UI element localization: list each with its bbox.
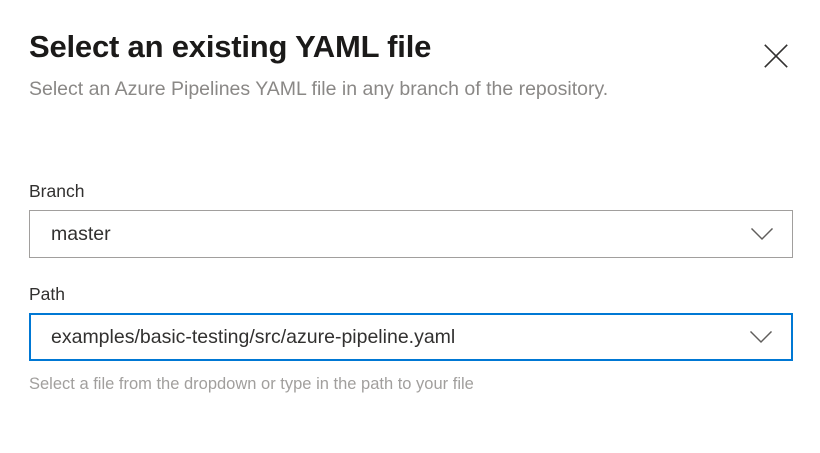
page-title: Select an existing YAML file <box>29 29 432 64</box>
dialog-subtitle: Select an Azure Pipelines YAML file in a… <box>29 78 609 100</box>
close-icon <box>762 42 790 70</box>
path-help-text: Select a file from the dropdown or type … <box>29 375 474 393</box>
field-path: Path Select a file from the dropdown or … <box>29 282 793 395</box>
branch-label: Branch <box>29 181 85 201</box>
dialog-header: Select an existing YAML file Select an A… <box>29 28 791 104</box>
path-combobox[interactable] <box>29 313 793 361</box>
form-area: Branch Path Select a <box>29 179 793 395</box>
branch-input[interactable] <box>30 220 792 248</box>
branch-combobox[interactable] <box>29 210 793 258</box>
field-branch: Branch <box>29 179 793 258</box>
path-label: Path <box>29 284 65 304</box>
branch-chevron-down-icon[interactable] <box>746 211 778 257</box>
path-input[interactable] <box>31 323 791 351</box>
close-button[interactable] <box>755 35 797 77</box>
path-chevron-down-icon[interactable] <box>745 315 777 359</box>
